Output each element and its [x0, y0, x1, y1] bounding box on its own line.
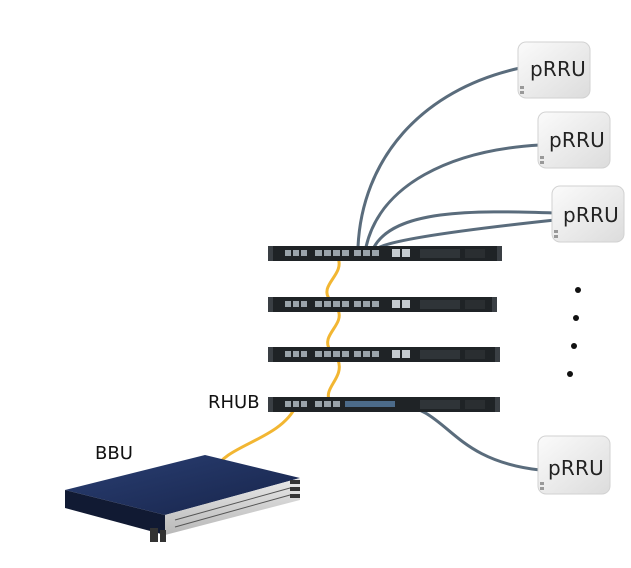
prru-label-2: pRRU [549, 128, 605, 152]
bbu-label: BBU [95, 443, 133, 464]
prru-label-4: pRRU [548, 456, 604, 480]
prru-label-3: pRRU [563, 203, 619, 227]
cable-to-prru-2 [364, 143, 542, 249]
prru-4 [537, 435, 611, 495]
cable-to-prru-5 [396, 402, 542, 472]
fiber-switch1-switch2 [325, 256, 341, 302]
fiber-switch2-switch3 [326, 308, 341, 352]
switch-3 [268, 347, 500, 362]
ellipsis-dot-2 [573, 315, 579, 321]
bbu-unit [65, 455, 300, 542]
cable-to-prru-4 [378, 218, 557, 249]
ellipsis-dot-3 [571, 343, 577, 349]
cable-to-prru-1 [356, 66, 522, 249]
rhub-switch [268, 397, 500, 412]
switch-1 [268, 246, 502, 261]
ellipsis-dot-4 [567, 371, 573, 377]
prru-label-1: pRRU [530, 57, 586, 81]
prru-1 [517, 41, 591, 99]
fiber-switch3-rhub [326, 358, 341, 404]
prru-3 [551, 185, 625, 243]
cable-to-prru-3 [372, 210, 557, 249]
rhub-label: RHUB [208, 392, 260, 413]
prru-2 [537, 111, 611, 169]
ellipsis-dot-1 [575, 287, 581, 293]
switch-2 [268, 297, 497, 312]
